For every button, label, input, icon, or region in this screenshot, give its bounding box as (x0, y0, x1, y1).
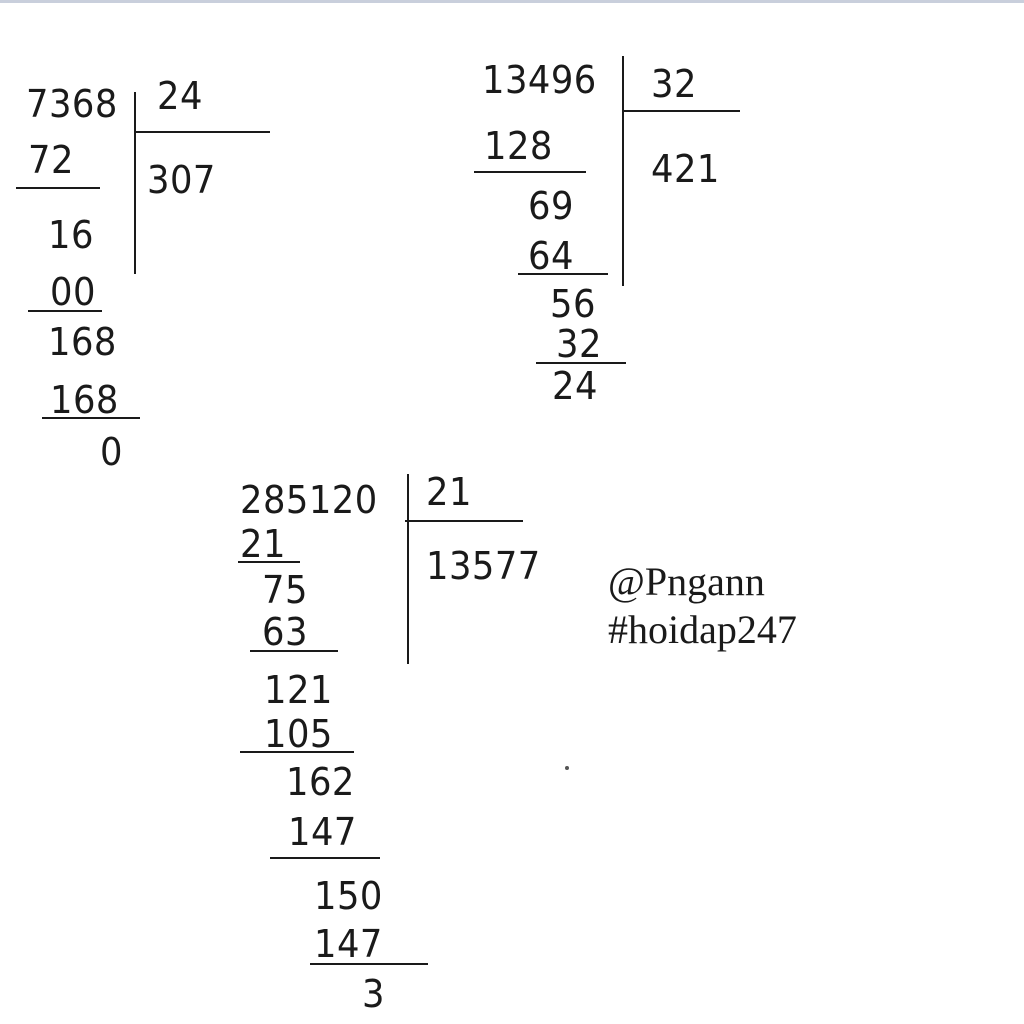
step-subtrahend: 64 (528, 234, 574, 278)
quotient: 421 (651, 147, 720, 191)
step-subtrahend: 128 (484, 124, 553, 168)
step-line (536, 362, 626, 364)
division-vertical-bar (407, 474, 409, 664)
step-subtrahend: 147 (288, 810, 357, 854)
step-remainder: 121 (264, 668, 333, 712)
step-line (42, 417, 140, 419)
step-subtrahend: 32 (556, 322, 602, 366)
step-line (518, 273, 608, 275)
division-vertical-bar (622, 56, 624, 286)
final-remainder: 3 (362, 972, 385, 1016)
step-subtrahend: 105 (264, 712, 333, 756)
dividend: 7368 (26, 82, 118, 126)
quotient: 13577 (426, 544, 541, 588)
divisor: 32 (651, 62, 697, 106)
step-remainder: 162 (286, 760, 355, 804)
divisor-underline (136, 131, 270, 133)
dividend: 285120 (240, 478, 378, 522)
stray-dot (565, 766, 569, 770)
hashtag: #hoidap247 (608, 607, 797, 652)
division-vertical-bar (134, 92, 136, 274)
final-remainder: 0 (100, 430, 123, 474)
step-subtrahend: 72 (28, 138, 74, 182)
step-line (474, 171, 586, 173)
author-handle: @Pngann (608, 559, 765, 604)
step-line (270, 857, 380, 859)
dividend: 13496 (482, 58, 597, 102)
step-remainder: 168 (48, 320, 117, 364)
step-remainder: 56 (550, 282, 596, 326)
final-remainder: 24 (552, 364, 598, 408)
step-line (310, 963, 428, 965)
step-subtrahend: 21 (240, 522, 286, 566)
quotient: 307 (147, 158, 216, 202)
divisor-underline (405, 520, 523, 522)
step-remainder: 69 (528, 184, 574, 228)
step-remainder: 75 (262, 568, 308, 612)
step-line (238, 561, 300, 563)
divisor: 21 (426, 470, 472, 514)
step-subtrahend: 147 (314, 922, 383, 966)
step-subtrahend: 00 (50, 270, 96, 314)
window-top-border (0, 0, 1024, 3)
step-line (28, 310, 102, 312)
divisor: 24 (157, 74, 203, 118)
divisor-underline (624, 110, 740, 112)
step-line (240, 751, 354, 753)
step-line (16, 187, 100, 189)
step-remainder: 150 (314, 874, 383, 918)
step-subtrahend: 63 (262, 610, 308, 654)
step-remainder: 16 (48, 213, 94, 257)
step-subtrahend: 168 (50, 378, 119, 422)
step-line (250, 650, 338, 652)
